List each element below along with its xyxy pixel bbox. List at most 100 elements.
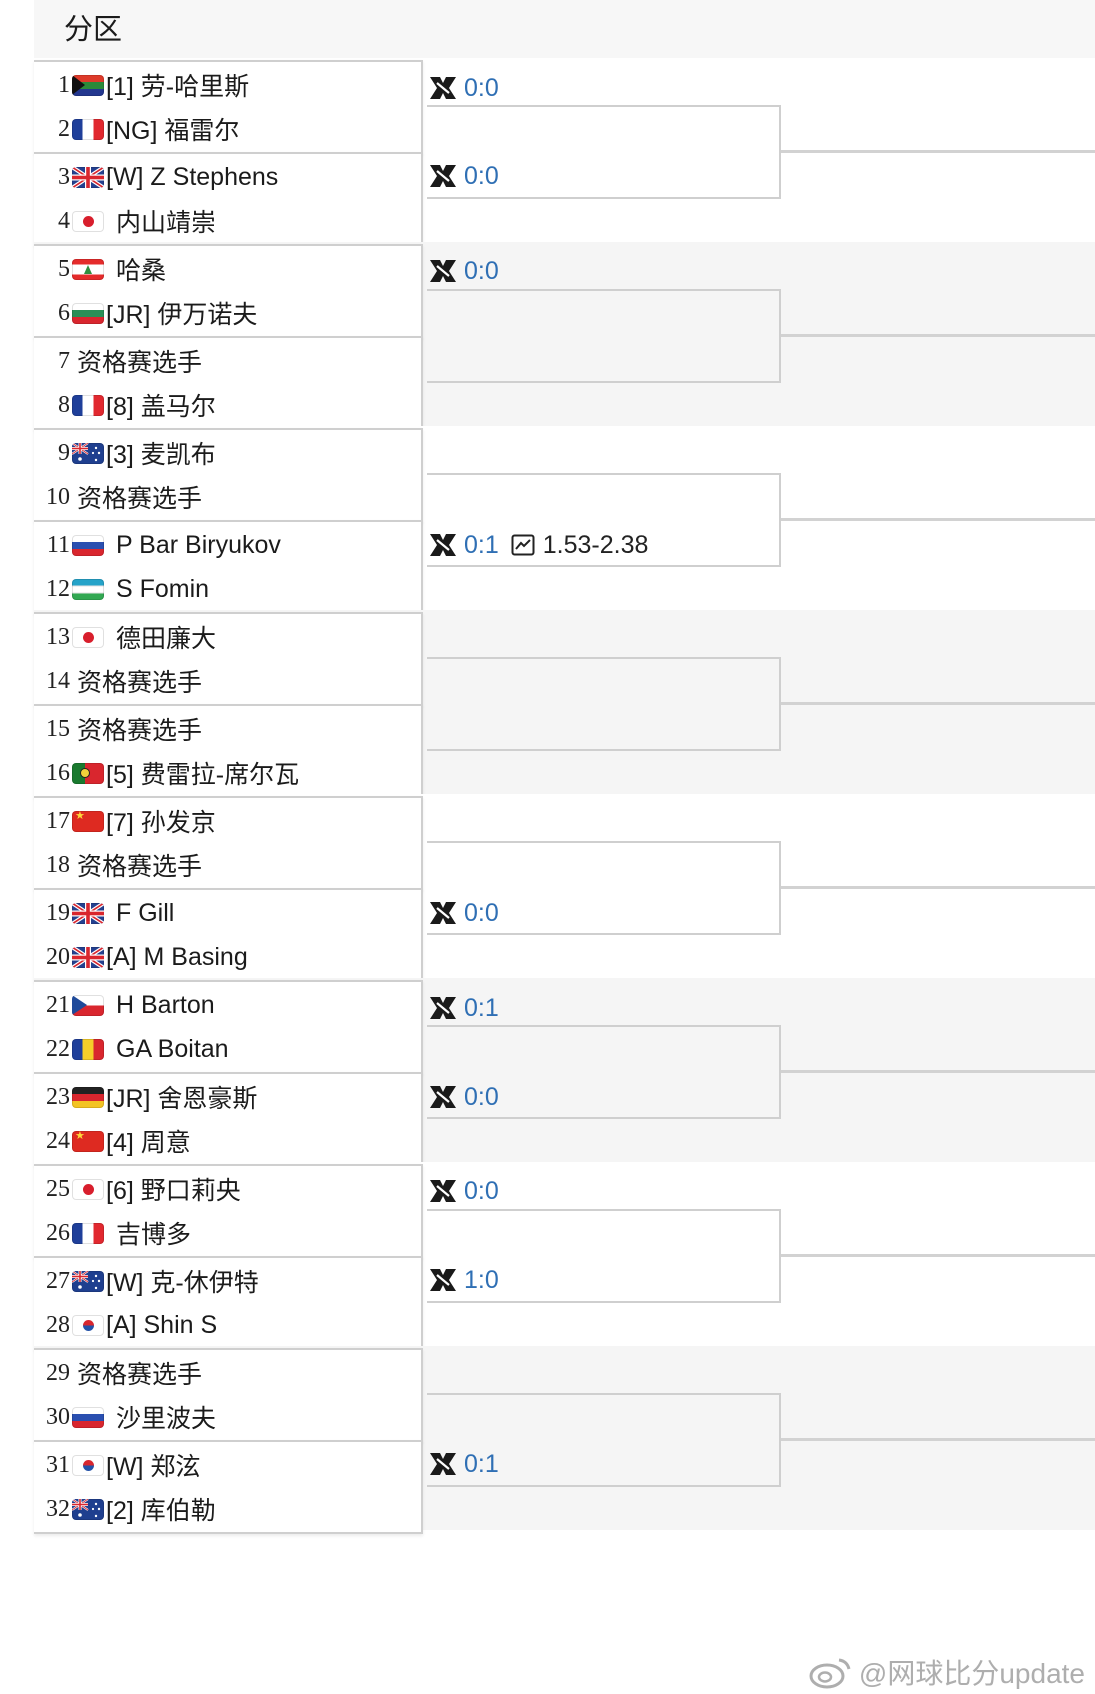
draw-position: 14 (46, 667, 70, 694)
round3-connector (781, 1070, 1095, 1073)
round3-connector (781, 1254, 1095, 1257)
player-name: [NG] 福雷尔 (106, 117, 240, 145)
match-score[interactable]: 0:0 (428, 895, 499, 931)
player-name: 内山靖崇 (116, 209, 217, 237)
flag-ru-icon (72, 534, 104, 556)
flag-fr-icon (72, 394, 104, 416)
draw-position: 17 (46, 807, 70, 834)
watermark: @网球比分update (809, 1652, 1085, 1692)
draw-position: 12 (46, 575, 70, 602)
player-name: [4] 周意 (106, 1129, 191, 1157)
flag-kr-icon (72, 1454, 104, 1476)
player-row[interactable]: 23[JR] 舍恩豪斯 (34, 1074, 257, 1120)
flag-fr-icon (72, 118, 104, 140)
section-header: 分区 (34, 0, 1095, 58)
match-score[interactable]: 0:0 (428, 1079, 499, 1115)
draw-position: 27 (46, 1267, 70, 1294)
versus-icon (428, 1266, 458, 1294)
player-row[interactable]: 6[JR] 伊万诺夫 (34, 290, 257, 336)
versus-icon (428, 74, 458, 102)
player-row[interactable]: 17 [7] 孙发京 (34, 798, 216, 844)
flag-gb-icon (72, 166, 104, 188)
odds-chart-icon[interactable] (511, 534, 535, 556)
round3-connector (781, 1438, 1095, 1441)
weibo-icon (809, 1658, 851, 1689)
player-row[interactable]: 28[A] Shin S (34, 1302, 217, 1348)
match-score[interactable]: 0:1 (428, 990, 499, 1026)
odds-value: 1.53-2.38 (542, 530, 649, 559)
player-row[interactable]: 9[3] 麦凯布 (34, 430, 216, 476)
flag-kr-icon (72, 1314, 104, 1336)
player-row[interactable]: 16[5] 费雷拉-席尔瓦 (34, 750, 299, 796)
draw-position: 20 (46, 943, 70, 970)
player-row[interactable]: 2[NG] 福雷尔 (34, 106, 239, 152)
draw-position: 23 (46, 1083, 70, 1110)
player-row[interactable]: 24 [4] 周意 (34, 1118, 191, 1164)
match-score[interactable]: 0:0 (428, 158, 499, 194)
round2-connector (427, 1393, 781, 1487)
player-name: F Gill (116, 898, 175, 927)
player-name: 资格赛选手 (77, 349, 203, 377)
player-name: [7] 孙发京 (106, 809, 216, 837)
draw-position: 31 (46, 1451, 70, 1478)
draw-position: 16 (46, 759, 70, 786)
flag-cz-icon (72, 994, 104, 1016)
flag-au-icon (72, 442, 104, 464)
round2-connector (427, 473, 781, 567)
player-name: P Bar Biryukov (116, 530, 281, 559)
versus-icon (428, 1177, 458, 1205)
player-row[interactable]: 27[W] 克-休伊特 (34, 1258, 259, 1304)
round2-connector (427, 841, 781, 935)
match-score[interactable]: 0:0 (428, 253, 499, 289)
player-row[interactable]: 31[W] 郑泫 (34, 1442, 200, 1488)
flag-cn-icon (72, 810, 104, 832)
draw-position: 3 (58, 163, 70, 190)
player-row[interactable]: 20[A] M Basing (34, 934, 248, 980)
player-row[interactable]: 3[W] Z Stephens (34, 154, 278, 200)
player-row[interactable]: 8[8] 盖马尔 (34, 382, 216, 428)
player-name: [8] 盖马尔 (106, 393, 216, 421)
player-row[interactable]: 25[6] 野口莉央 (34, 1166, 241, 1212)
match-score[interactable]: 1:0 (428, 1262, 499, 1298)
match-score[interactable]: 0:0 (428, 70, 499, 106)
draw-position: 24 (46, 1127, 70, 1154)
score-value: 0:1 (464, 1449, 499, 1478)
flag-pt-icon (72, 762, 104, 784)
player-row[interactable]: 32[2] 库伯勒 (34, 1486, 216, 1532)
round2-connector (427, 657, 781, 751)
round3-connector (781, 334, 1095, 337)
versus-icon (428, 994, 458, 1022)
flag-gb-icon (72, 946, 104, 968)
score-value: 0:0 (464, 1082, 499, 1111)
flag-au-icon (72, 1498, 104, 1520)
player-name: [2] 库伯勒 (106, 1497, 216, 1525)
round3-connector (781, 886, 1095, 889)
player-row[interactable]: 1[1] 劳-哈里斯 (34, 62, 249, 108)
match-score[interactable]: 0:1 (428, 1446, 499, 1482)
match-score[interactable]: 0:0 (428, 1173, 499, 1209)
player-name: H Barton (116, 990, 215, 1019)
versus-icon (428, 1083, 458, 1111)
flag-jp-icon (72, 626, 104, 648)
flag-jp-icon (72, 210, 104, 232)
round3-connector (781, 518, 1095, 521)
flag-au-icon (72, 1270, 104, 1292)
section-title: 分区 (64, 14, 123, 46)
